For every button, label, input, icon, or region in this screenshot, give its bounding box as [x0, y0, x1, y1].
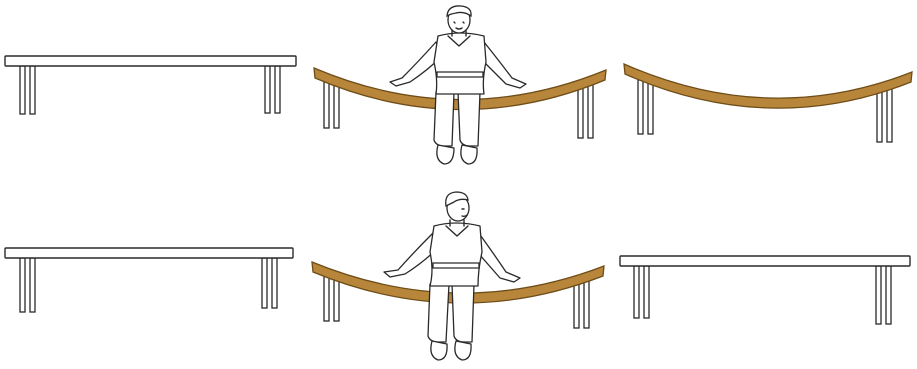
bench-leg [30, 66, 35, 114]
bench-leg [324, 82, 329, 128]
bench-leg [886, 266, 891, 324]
bench-leg [644, 266, 649, 318]
bench-leg [876, 266, 881, 324]
bench-leg [584, 276, 589, 328]
bench-leg [272, 258, 277, 308]
row1-flat-bench [5, 56, 296, 114]
seated-person [384, 192, 520, 360]
row2-loaded-bench [312, 192, 604, 360]
bench-leg [20, 66, 25, 114]
bench-leg [634, 266, 639, 318]
bench-leg [648, 82, 653, 134]
bench-leg [30, 258, 35, 312]
bench-leg [578, 84, 583, 138]
seated-person [390, 6, 526, 164]
bench-leg [334, 84, 339, 128]
bench-plank-flat [620, 256, 910, 266]
row2-flat-bench [5, 248, 293, 312]
row1-loaded-bench [314, 6, 606, 164]
bench-plank-flat [5, 56, 296, 66]
bench-leg [588, 82, 593, 138]
row2-recovered-bench [620, 256, 910, 324]
bench-plank-bent [624, 64, 912, 108]
row1-deformed-bench [624, 64, 912, 142]
bench-leg [265, 66, 270, 113]
bench-leg [324, 275, 329, 321]
bench-plank-flat [5, 248, 293, 258]
bench-leg [20, 258, 25, 312]
bench-leg [262, 258, 267, 308]
bench-leg [638, 80, 643, 134]
bench-leg [334, 277, 339, 321]
bench-leg [275, 66, 280, 113]
